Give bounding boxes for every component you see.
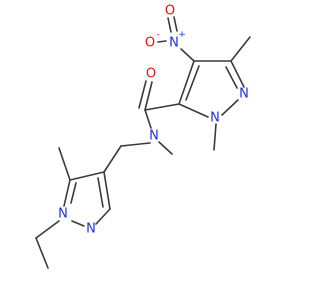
bond-c4b-c3b (103, 171, 111, 210)
atom-carbonyl-o: O (146, 67, 156, 82)
bond-c5b-methyl (58, 147, 71, 181)
atom-amide-n: N (149, 129, 159, 144)
molecule-structure-diagram: O N O O N N N N N - + (0, 0, 300, 300)
bond-n1b-ethyl-ch2 (35, 220, 60, 239)
atom-nitro-n-plus: N (169, 36, 179, 51)
bond-carbonyl-double-a (144, 81, 153, 111)
bond-ch2-c4b (103, 145, 122, 173)
bond-ethyl-ch2-ch3 (35, 237, 49, 269)
atom-nitro-o-minus: O (145, 36, 155, 51)
bond-n2-n1 (221, 99, 239, 116)
bond-n1-c5 (178, 103, 209, 118)
atom-pyrazole2-n2: N (86, 222, 96, 237)
bond-carbonyl-double-b (138, 80, 147, 109)
bonds (35, 16, 251, 269)
bond-amide-n-methyl (158, 141, 173, 155)
bond-c3-methyl (230, 36, 251, 62)
bond-c5-c4-inner (185, 65, 200, 101)
bond-n1-methyl (213, 123, 217, 151)
bond-nitro-n-o-double-b (173, 16, 178, 32)
atom-labels: O N O O N N N N N (58, 4, 249, 237)
bond-c5-c4 (178, 60, 195, 105)
bond-n1b-c5b-inner (70, 182, 77, 204)
bond-c4b-c5b (69, 171, 105, 181)
bond-carbonyl-c-amide-n (144, 109, 152, 129)
bond-c4-nitro-n (180, 48, 195, 62)
bond-c4b-c3b-inner (97, 177, 104, 208)
canvas-background (0, 0, 300, 300)
atom-pyrazole1-n2: N (239, 87, 249, 102)
bond-amide-n-ch2 (120, 142, 151, 147)
bond-c3b-n2b (95, 208, 111, 225)
bond-c5-carbonyl-c (144, 103, 180, 111)
charge-nitro-n-plus: + (178, 30, 186, 40)
charge-nitro-o-minus: - (156, 30, 159, 40)
atom-pyrazole1-n1: N (210, 111, 220, 126)
atom-pyrazole2-n1: N (58, 207, 68, 222)
bond-n1b-c5b (63, 179, 71, 207)
bond-n2b-n1b (71, 220, 85, 227)
bond-c3-n2-inner (225, 66, 238, 89)
charge-labels: - + (156, 30, 185, 40)
bond-c3-n2 (230, 60, 245, 88)
bond-nitro-n-o-double-a (167, 17, 172, 33)
atom-nitro-o-double: O (165, 4, 175, 19)
bond-nitro-n-o-single (157, 40, 167, 43)
